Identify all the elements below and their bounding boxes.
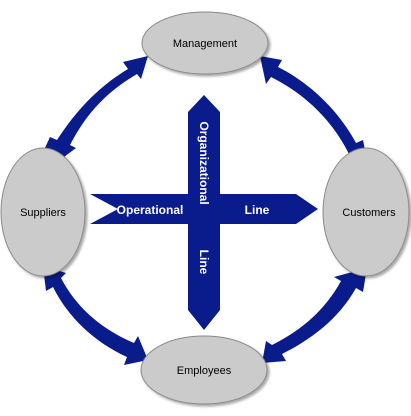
organizational-line-label: Line bbox=[197, 250, 211, 275]
arc-arrow-customers-employees bbox=[262, 268, 367, 363]
node-suppliers-shape bbox=[0, 147, 86, 277]
operational-label: Operational bbox=[117, 203, 184, 217]
node-suppliers-label: Suppliers bbox=[20, 207, 66, 219]
arc-arrow-employees-suppliers bbox=[43, 266, 148, 365]
circle-arrows bbox=[43, 56, 368, 365]
node-customers-label: Customers bbox=[342, 207, 396, 219]
node-suppliers: Suppliers bbox=[0, 147, 86, 277]
node-management-label: Management bbox=[173, 38, 237, 50]
operational-line-label: Line bbox=[245, 203, 270, 217]
node-customers-shape bbox=[322, 147, 410, 277]
node-management-shape bbox=[141, 11, 269, 75]
node-employees: Employees bbox=[140, 335, 268, 405]
organizational-label: Organizational bbox=[197, 121, 211, 204]
node-employees-label: Employees bbox=[177, 365, 232, 377]
operational-line-arrow bbox=[90, 194, 318, 224]
arc-arrow-management-customers bbox=[260, 56, 368, 165]
node-management: Management bbox=[141, 11, 269, 75]
node-customers: Customers bbox=[322, 147, 410, 277]
node-employees-shape bbox=[140, 335, 268, 405]
arc-arrow-suppliers-management bbox=[44, 56, 148, 160]
